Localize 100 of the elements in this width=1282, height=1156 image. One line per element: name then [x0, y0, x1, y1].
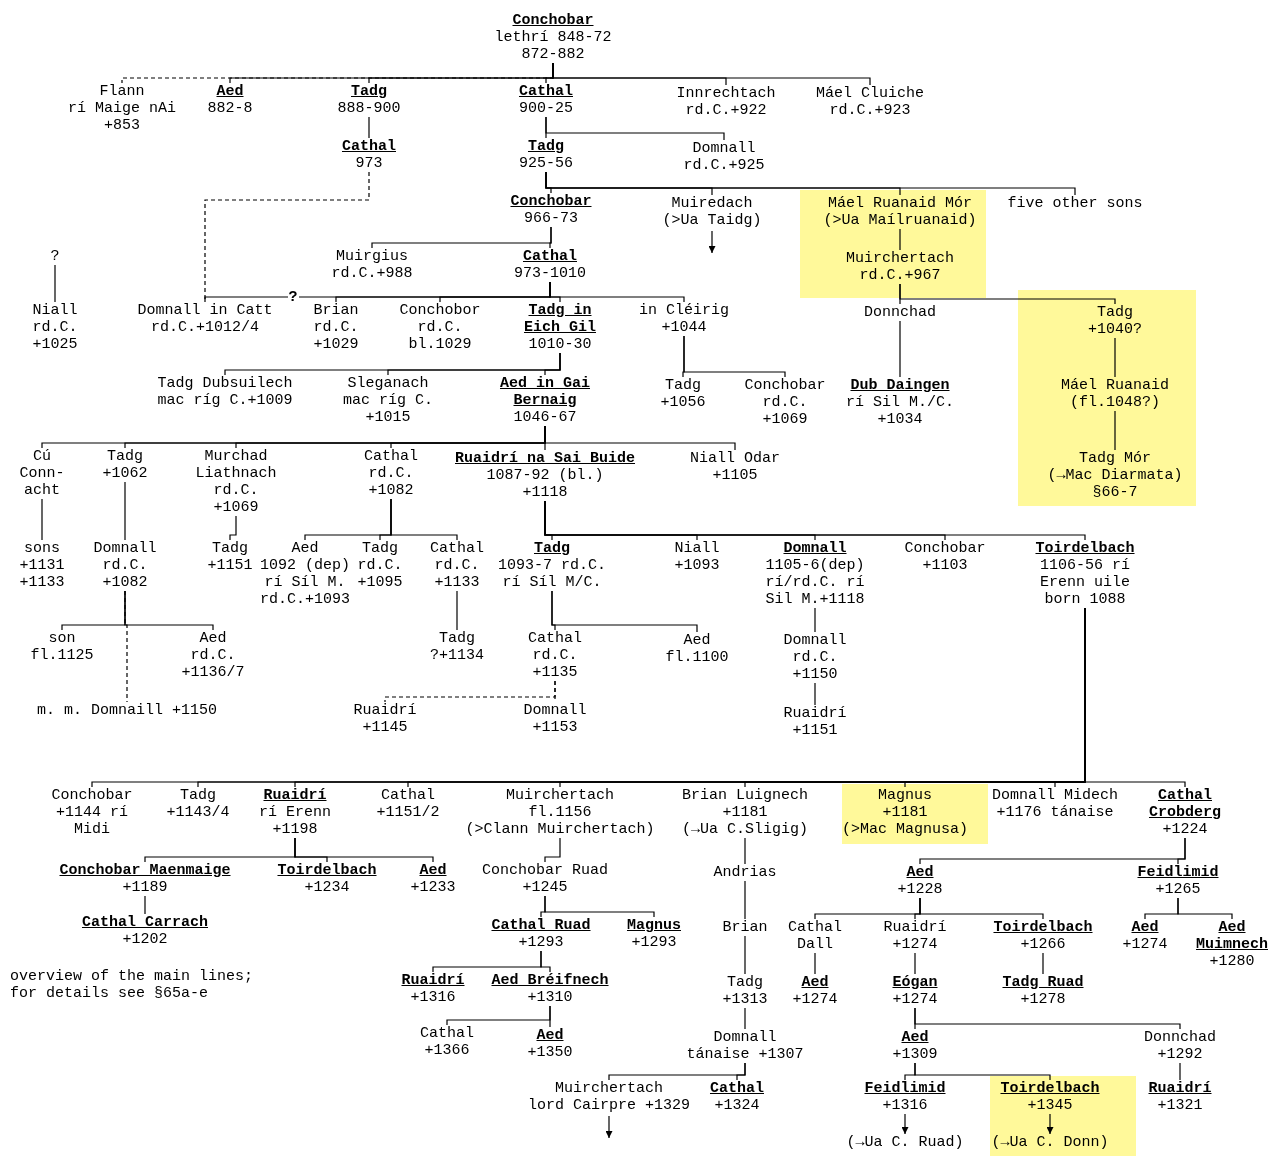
- connector-line: [744, 837, 746, 865]
- name-text: Muirchertach: [555, 1080, 663, 1097]
- name-text: Conchobar: [744, 377, 826, 394]
- connector-line: [229, 515, 237, 541]
- name-text: Ruaidrí: [263, 787, 327, 804]
- name-text: Cathal: [342, 138, 396, 155]
- detail-text: 882-8: [207, 100, 253, 117]
- detail-text: (→Ua C.Sligig): [682, 821, 808, 838]
- detail-text: (>Mac Magnusa): [842, 821, 968, 838]
- detail-text: 973-1010: [514, 265, 586, 282]
- detail-text: rd.C. +1069: [212, 482, 260, 516]
- connector-line: [456, 590, 458, 631]
- name-text: (→Ua C. Donn): [991, 1134, 1109, 1151]
- connector-line: [544, 352, 561, 376]
- name-text: Niall: [32, 302, 78, 319]
- detail-text: rí Maige nAi +853: [67, 100, 177, 134]
- name-text: Cathal Crobderg: [1148, 787, 1222, 821]
- connector-line: [1177, 897, 1233, 920]
- arrow: [708, 230, 716, 254]
- name-text: Muirgius: [336, 248, 408, 265]
- detail-text: +1245: [522, 879, 568, 896]
- detail-text: +1181: [722, 804, 768, 821]
- name-text: Tadg Ruad: [1002, 974, 1084, 991]
- detail-text: (>Clann Muirchertach): [465, 821, 655, 838]
- detail-text: +1062: [102, 465, 148, 482]
- detail-text: +1144 rí Midi: [55, 804, 129, 838]
- connector-line: [41, 498, 43, 541]
- detail-text: fl.1125: [30, 647, 94, 664]
- name-text: Donnchad: [864, 304, 936, 321]
- name-text: in Cléirig: [639, 302, 729, 319]
- name-text: (→Ua C. Ruad): [846, 1134, 964, 1151]
- name-text: Toirdelbach: [277, 862, 377, 879]
- name-text: Magnus: [627, 917, 681, 934]
- name-text: Feidlimid: [864, 1080, 946, 1097]
- name-text: Cathal Ruad: [491, 917, 591, 934]
- name-text: Conchobar: [904, 540, 986, 557]
- connector-line: [540, 950, 551, 973]
- detail-text: tánaise +1307: [686, 1046, 804, 1063]
- name-text: Magnus: [878, 787, 932, 804]
- name-text: Tadg: [534, 540, 570, 557]
- name-text: Feidlimid: [1137, 864, 1219, 881]
- connector-line: [549, 1005, 551, 1028]
- connector-line: [899, 320, 901, 378]
- detail-text: +1293: [631, 934, 677, 951]
- name-text: ?: [50, 248, 60, 265]
- detail-text: (fl.1048?): [1070, 394, 1160, 411]
- name-text: Aed: [199, 630, 227, 647]
- detail-text: +1181: [882, 804, 928, 821]
- detail-text: +1233: [410, 879, 456, 896]
- name-text: Ruaidrí: [1148, 1080, 1212, 1097]
- detail-text: +1310: [527, 989, 573, 1006]
- name-text: Tadg Mór: [1079, 450, 1151, 467]
- connector-line: [1114, 337, 1116, 378]
- name-text: Conchobor: [399, 302, 481, 319]
- detail-text: +1131 +1133: [18, 557, 66, 591]
- detail-text: 1092 (dep) rí Síl M. rd.C.+1093: [259, 557, 351, 608]
- connector-line: [1114, 410, 1116, 451]
- connector-line: [919, 897, 1044, 920]
- detail-text: 973: [355, 155, 383, 172]
- name-text: Ruaidrí na Sai Buide: [455, 450, 635, 467]
- detail-text: lord Cairpre +1329: [528, 1097, 690, 1114]
- detail-text: +1234: [304, 879, 350, 896]
- detail-text: 888-900: [337, 100, 401, 117]
- connector-line: [544, 837, 561, 863]
- name-text: Donnchad: [1144, 1029, 1216, 1046]
- detail-text: +1153: [532, 719, 578, 736]
- name-text: Cathal: [519, 83, 573, 100]
- name-text: Aed: [801, 974, 829, 991]
- detail-text: rd.C. bl.1029: [407, 319, 473, 353]
- connector-line: [545, 116, 725, 141]
- connector-line: [390, 498, 458, 541]
- name-text: Tadg: [212, 540, 248, 557]
- detail-text: +1189: [122, 879, 168, 896]
- name-text: Toirdelbach: [1000, 1080, 1100, 1097]
- detail-text: 925-56: [519, 155, 573, 172]
- name-text: Toirdelbach: [1035, 540, 1135, 557]
- connector-line: [744, 880, 746, 920]
- name-text: Domnall: [783, 632, 847, 649]
- detail-text: fl.1156: [528, 804, 592, 821]
- name-text: Tadg: [107, 448, 143, 465]
- name-text: Dub Daingen: [850, 377, 950, 394]
- name-text: Cathal: [420, 1025, 474, 1042]
- name-text: Brian: [313, 302, 359, 319]
- name-text: Domnall Midech: [992, 787, 1118, 804]
- name-text: Aed: [901, 1029, 929, 1046]
- detail-text: mac ríg C. +1015: [342, 392, 434, 426]
- name-text: Cú Conn- acht: [18, 448, 66, 499]
- detail-text: rd.C. +1025: [31, 319, 79, 353]
- detail-text: fl.1100: [665, 649, 729, 666]
- name-text: Cathal: [710, 1080, 764, 1097]
- detail-text: lethrí 848-72 872-882: [493, 29, 613, 63]
- connector-line: [914, 1007, 1181, 1030]
- name-text: Aed: [906, 864, 934, 881]
- name-text: Aed: [291, 540, 319, 557]
- detail-text: +1309: [892, 1046, 938, 1063]
- detail-text: rd.C.+922: [685, 102, 767, 119]
- name-text: Niall: [674, 540, 720, 557]
- name-text: Muirchertach: [506, 787, 614, 804]
- detail-text: +1145: [362, 719, 408, 736]
- connector-line: [1179, 1062, 1181, 1081]
